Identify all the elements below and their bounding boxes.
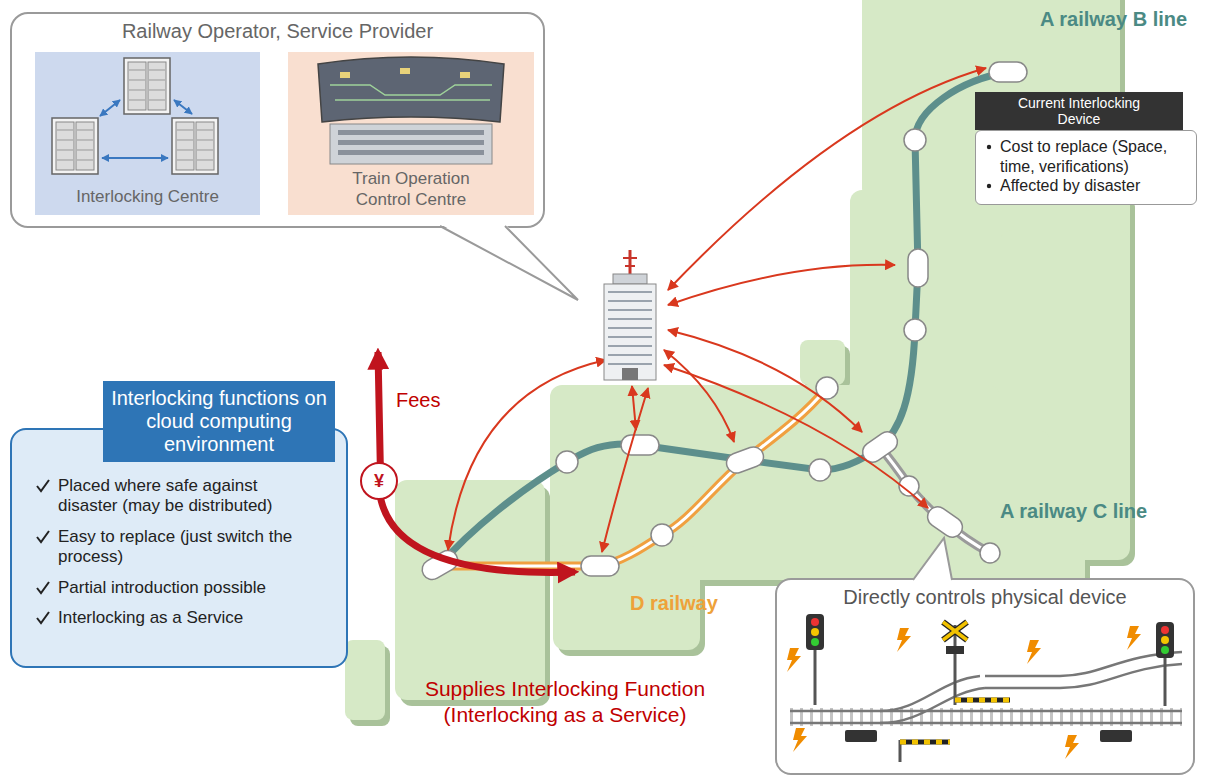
node-text: Interlocking Centre bbox=[76, 187, 219, 207]
check-mark bbox=[34, 579, 52, 597]
service-label: Supplies Interlocking Function (Interloc… bbox=[390, 676, 740, 729]
node-text: Interlocking functions on cloud computin… bbox=[109, 387, 329, 456]
node-text: Affected by disaster bbox=[1000, 176, 1140, 196]
list-row: Affected by disaster bbox=[984, 176, 1188, 196]
flow-label: Fees bbox=[396, 389, 440, 412]
check-stroke bbox=[37, 612, 49, 623]
device-bubble: Directly controls physical device bbox=[775, 578, 1195, 775]
node-text: Easy to replace (just switch the process… bbox=[58, 527, 320, 568]
check-mark bbox=[34, 609, 52, 627]
bullet-dot bbox=[984, 138, 996, 156]
check-mark bbox=[34, 528, 52, 546]
node-text: Railway Operator, Service Provider bbox=[122, 20, 433, 43]
node-text: Cost to replace (Space, time, verificati… bbox=[1000, 137, 1188, 176]
feature-header: Interlocking functions on cloud computin… bbox=[103, 381, 335, 462]
line-name: A railway B line bbox=[1040, 8, 1187, 31]
list-row: Partial introduction possible bbox=[34, 578, 334, 598]
check-stroke bbox=[37, 480, 49, 491]
node-text: Placed where safe against disaster (may … bbox=[58, 476, 320, 517]
check-stroke bbox=[37, 531, 49, 542]
node-text: Directly controls physical device bbox=[843, 586, 1126, 609]
line-name: A railway C line bbox=[1000, 500, 1147, 523]
node-text: Partial introduction possible bbox=[58, 578, 266, 598]
bullet-dot bbox=[984, 177, 996, 195]
bullet-stroke bbox=[987, 184, 991, 188]
feature-list-box: Placed where safe against disaster (may … bbox=[10, 428, 348, 668]
yen-circle: ¥ bbox=[360, 462, 398, 500]
list-row: Easy to replace (just switch the process… bbox=[34, 527, 334, 568]
check-mark bbox=[34, 477, 52, 495]
check-stroke bbox=[37, 582, 49, 593]
currency-symbol: ¥ bbox=[374, 472, 384, 490]
node-text: Interlocking as a Service bbox=[58, 608, 243, 628]
list-row: Cost to replace (Space, time, verificati… bbox=[984, 137, 1188, 176]
device-title-box: Current Interlocking Device bbox=[975, 92, 1183, 130]
node-text: Train Operation Control Centre bbox=[326, 169, 496, 210]
node-text: Current Interlocking Device bbox=[1004, 95, 1154, 127]
issue-box: Cost to replace (Space, time, verificati… bbox=[975, 130, 1197, 205]
bullet-stroke bbox=[987, 145, 991, 149]
callout-bubble: Railway Operator, Service ProviderInterl… bbox=[10, 12, 545, 228]
interlocking-centre-panel: Interlocking Centre bbox=[35, 52, 260, 215]
control-centre-panel: Train Operation Control Centre bbox=[288, 52, 534, 215]
line-name: D railway bbox=[630, 592, 718, 615]
list-row: Interlocking as a Service bbox=[34, 608, 334, 628]
list-row: Placed where safe against disaster (may … bbox=[34, 476, 334, 517]
